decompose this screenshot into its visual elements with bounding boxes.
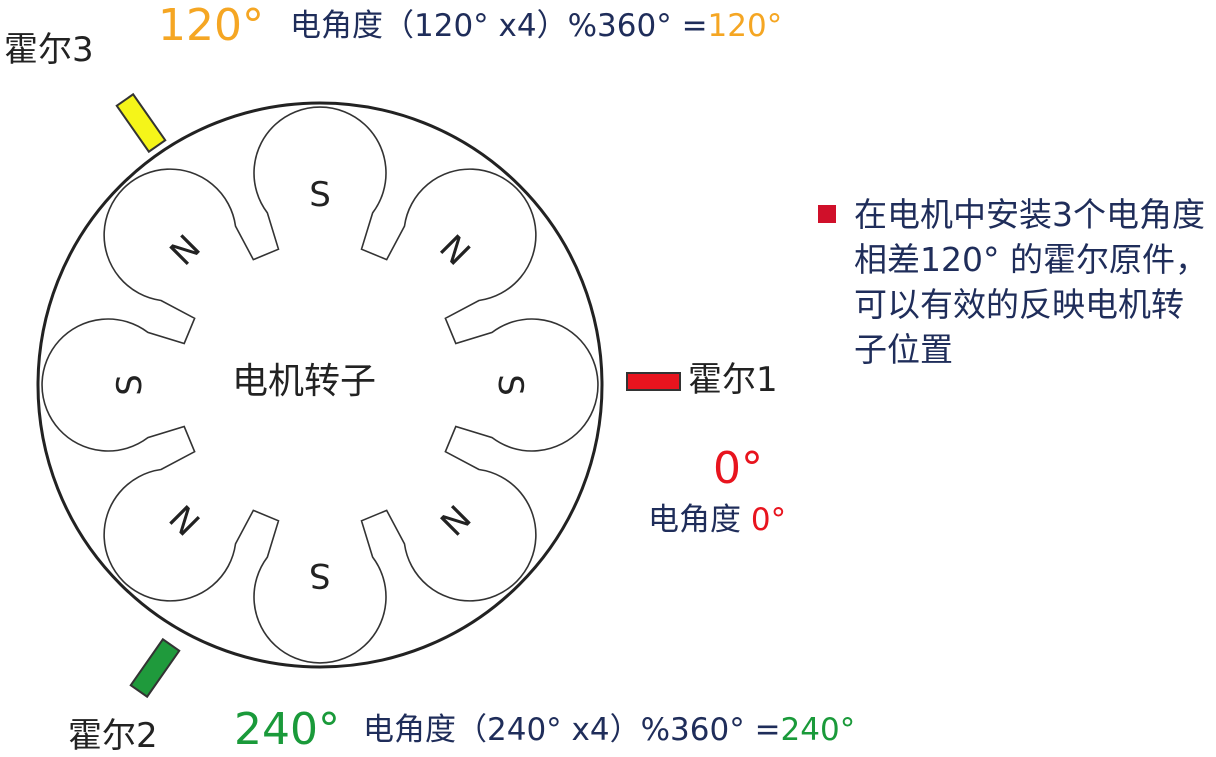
hall3-sensor	[115, 92, 167, 154]
hall2-label: 霍尔2	[68, 716, 158, 756]
rotor-outline	[41, 106, 599, 664]
pole-label-s: S	[309, 175, 331, 215]
note-bullet	[818, 205, 836, 223]
pole-label-s: S	[490, 374, 530, 396]
hall1-label: 霍尔1	[688, 360, 778, 400]
pole-label-s: S	[309, 555, 331, 595]
hall3-formula-prefix: 电角度（120° x4）%360° =	[290, 8, 708, 44]
hall2-formula-result: 240°	[780, 712, 856, 748]
note-text: 在电机中安装3个电角度相差120° 的霍尔原件，可以有效的反映电机转子位置	[854, 195, 1208, 369]
hall2-sensor	[129, 637, 181, 699]
pole-label-s: S	[110, 374, 150, 396]
hall3-formula-result: 120°	[707, 8, 783, 44]
hall1-angle: 0°	[713, 443, 763, 494]
rotor-label: 电机转子	[232, 361, 377, 402]
hall3-angle: 120°	[158, 0, 264, 51]
hall3-label: 霍尔3	[4, 30, 94, 70]
hall2-formula: 电角度（240° x4）%360° =240°	[363, 713, 855, 747]
hall2-angle: 240°	[234, 704, 340, 755]
hall1-formula: 电角度 0°	[648, 503, 786, 537]
hall3-formula: 电角度（120° x4）%360° =120°	[290, 9, 782, 43]
hall1-formula-prefix: 电角度	[648, 502, 751, 538]
hall1-formula-result: 0°	[750, 502, 787, 538]
hall2-formula-prefix: 电角度（240° x4）%360° =	[363, 712, 781, 748]
hall1-sensor	[626, 372, 681, 391]
